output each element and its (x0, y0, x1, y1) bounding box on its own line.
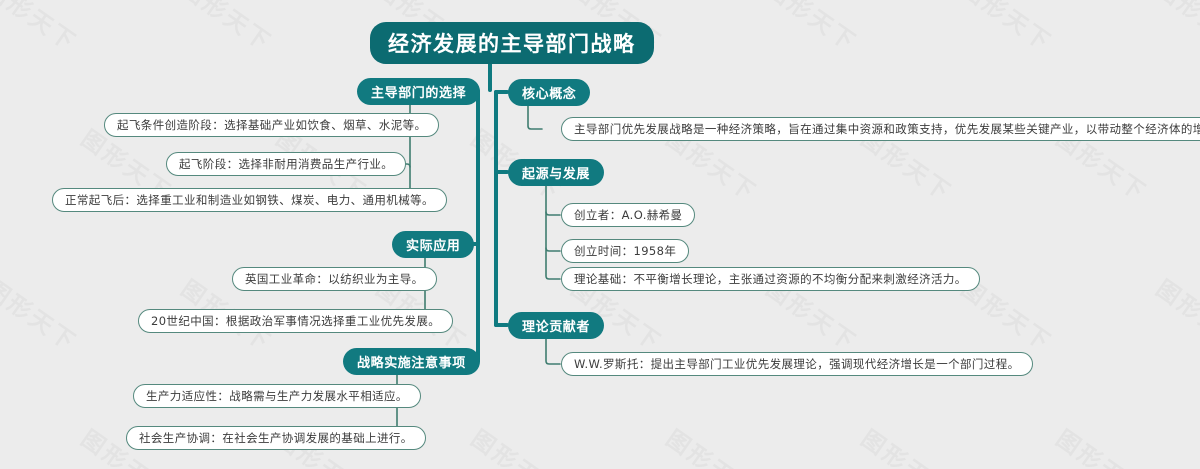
branch-node-core-concept[interactable]: 核心概念 (508, 79, 591, 106)
leaf-node-origin-2[interactable]: 创立时间：1958年 (561, 239, 690, 263)
leaf-label-origin-1: 创立者：A.O.赫希曼 (574, 208, 683, 222)
branch-label-selection: 主导部门的选择 (371, 86, 467, 101)
branch-node-selection[interactable]: 主导部门的选择 (357, 78, 481, 105)
branch-label-cautions: 战略实施注意事项 (357, 356, 466, 371)
branch-label-origin: 起源与发展 (522, 167, 591, 182)
leaf-label-selection-3: 正常起飞后：选择重工业和制造业如钢铁、煤炭、电力、通用机械等。 (65, 193, 434, 207)
root-node-label: 经济发展的主导部门战略 (388, 32, 636, 56)
leaf-node-application-2[interactable]: 20世纪中国：根据政治军事情况选择重工业优先发展。 (138, 309, 454, 333)
leaf-label-application-2: 20世纪中国：根据政治军事情况选择重工业优先发展。 (151, 314, 441, 328)
leaf-label-core-concept-1: 主导部门优先发展战略是一种经济策略，旨在通过集中资源和政策支持，优先发展某些关键… (574, 122, 1200, 136)
leaf-node-selection-1[interactable]: 起飞条件创造阶段：选择基础产业如饮食、烟草、水泥等。 (104, 113, 440, 137)
leaf-label-cautions-1: 生产力适应性：战略需与生产力发展水平相适应。 (146, 389, 408, 403)
leaf-node-origin-3[interactable]: 理论基础：不平衡增长理论，主张通过资源的不均衡分配来刺激经济活力。 (561, 267, 980, 291)
leaf-label-selection-2: 起飞阶段：选择非耐用消费品生产行业。 (179, 157, 394, 171)
root-node[interactable]: 经济发展的主导部门战略 (370, 22, 654, 64)
branch-label-core-concept: 核心概念 (522, 87, 577, 102)
branch-node-application[interactable]: 实际应用 (392, 231, 475, 258)
leaf-node-selection-3[interactable]: 正常起飞后：选择重工业和制造业如钢铁、煤炭、电力、通用机械等。 (52, 188, 447, 212)
leaf-label-cautions-2: 社会生产协调：在社会生产协调发展的基础上进行。 (139, 431, 413, 445)
leaf-label-origin-3: 理论基础：不平衡增长理论，主张通过资源的不均衡分配来刺激经济活力。 (574, 272, 967, 286)
branch-node-cautions[interactable]: 战略实施注意事项 (343, 348, 480, 375)
leaf-label-selection-1: 起飞条件创造阶段：选择基础产业如饮食、烟草、水泥等。 (117, 118, 427, 132)
leaf-node-cautions-1[interactable]: 生产力适应性：战略需与生产力发展水平相适应。 (133, 384, 421, 408)
leaf-node-cautions-2[interactable]: 社会生产协调：在社会生产协调发展的基础上进行。 (126, 426, 426, 450)
leaf-node-origin-1[interactable]: 创立者：A.O.赫希曼 (561, 203, 696, 227)
leaf-label-contributors-1: W.W.罗斯托：提出主导部门工业优先发展理论，强调现代经济增长是一个部门过程。 (574, 357, 1020, 371)
leaf-node-selection-2[interactable]: 起飞阶段：选择非耐用消费品生产行业。 (166, 152, 407, 176)
leaf-node-contributors-1[interactable]: W.W.罗斯托：提出主导部门工业优先发展理论，强调现代经济增长是一个部门过程。 (561, 352, 1033, 376)
leaf-label-origin-2: 创立时间：1958年 (574, 244, 677, 258)
leaf-node-core-concept-1[interactable]: 主导部门优先发展战略是一种经济策略，旨在通过集中资源和政策支持，优先发展某些关键… (561, 117, 1200, 141)
branch-node-contributors[interactable]: 理论贡献者 (508, 312, 605, 339)
leaf-node-application-1[interactable]: 英国工业革命：以纺织业为主导。 (232, 267, 437, 291)
branch-label-contributors: 理论贡献者 (522, 320, 591, 335)
branch-node-origin[interactable]: 起源与发展 (508, 159, 605, 186)
branch-label-application: 实际应用 (406, 239, 461, 254)
leaf-label-application-1: 英国工业革命：以纺织业为主导。 (245, 272, 424, 286)
